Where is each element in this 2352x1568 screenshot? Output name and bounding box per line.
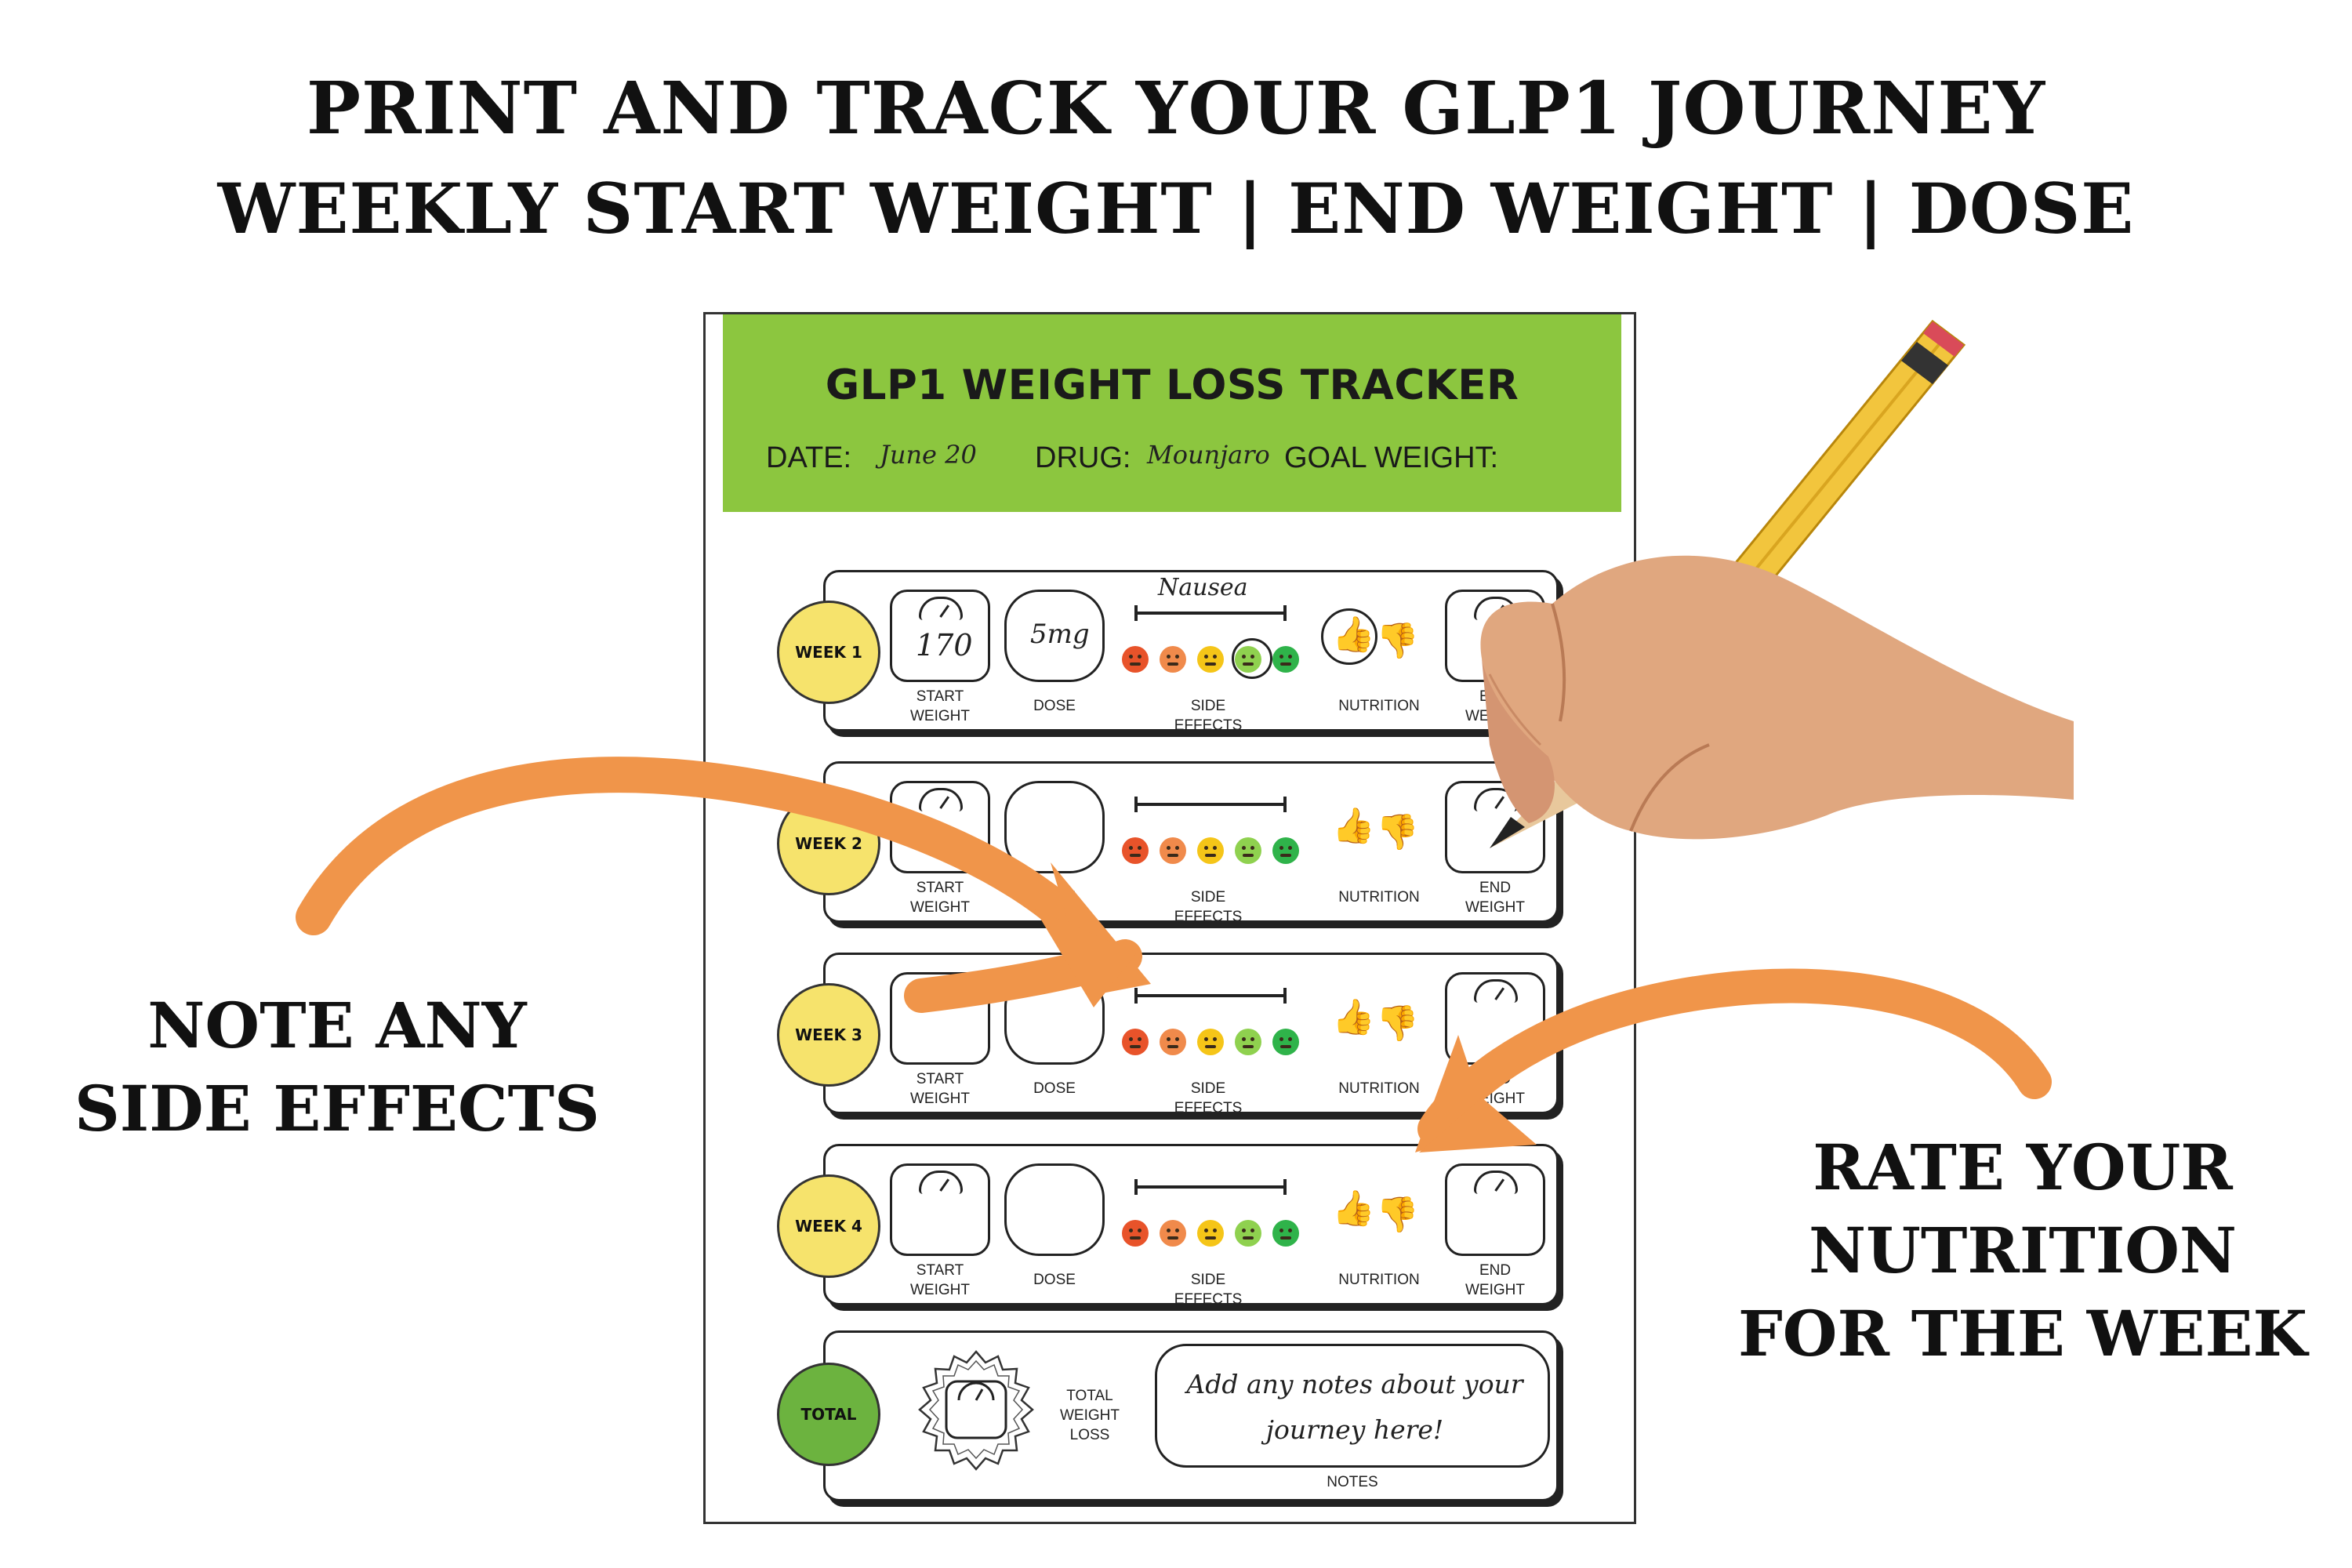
dose-value: 5mg xyxy=(1030,619,1090,650)
bar-cap-right xyxy=(1283,605,1287,621)
side-effect-face-1[interactable] xyxy=(1122,837,1149,864)
week-label: WEEK 2 xyxy=(795,834,862,853)
side-effects-label: SIDE EFFECTS xyxy=(1174,1272,1243,1308)
headline-line-1: PRINT AND TRACK YOUR GLP1 JOURNEY xyxy=(306,66,2046,151)
curved-arrow-icon xyxy=(296,757,1151,1013)
week-label: WEEK 3 xyxy=(795,1025,862,1044)
week-badge: WEEK 1 xyxy=(777,601,880,704)
week-row: WEEK 4 START WEIGHT DOSE SIDE EFFECTS 👍👎 NUTR… xyxy=(777,1144,1559,1308)
side-effects-bar xyxy=(1134,803,1287,806)
side-effect-face-5[interactable] xyxy=(1272,1029,1299,1055)
total-weight-loss-label: TOTAL WEIGHT LOSS xyxy=(1060,1388,1120,1443)
nutrition-label: NUTRITION xyxy=(1338,889,1420,906)
side-effects-bar xyxy=(1134,612,1287,615)
selected-face-ring xyxy=(1232,638,1272,679)
week-badge: WEEK 4 xyxy=(777,1174,880,1278)
dose-field[interactable]: 5mg xyxy=(1004,590,1105,682)
side-effect-face-1[interactable] xyxy=(1122,1220,1149,1247)
thumbs-down-icon[interactable]: 👎 xyxy=(1376,621,1419,661)
notes-text: Add any notes about your journey here! xyxy=(1186,1369,1523,1445)
side-effect-face-5[interactable] xyxy=(1272,1220,1299,1247)
scale-badge-icon xyxy=(918,1350,1034,1471)
start-weight-label: START WEIGHT xyxy=(910,1262,970,1298)
dose-label: DOSE xyxy=(1033,1272,1076,1288)
tracker-sheet: GLP1 WEIGHT LOSS TRACKER DATE: June 20 D… xyxy=(703,312,1636,1524)
thumbs-up-icon[interactable]: 👍 xyxy=(1332,997,1375,1037)
side-effect-face-4[interactable] xyxy=(1235,1029,1261,1055)
total-badge: TOTAL xyxy=(777,1363,880,1466)
side-effect-face-2[interactable] xyxy=(1160,1029,1186,1055)
side-effect-face-1[interactable] xyxy=(1122,646,1149,673)
headline-line-2: WEEKLY START WEIGHT | END WEIGHT | DOSE xyxy=(217,168,2135,249)
side-effects-bar xyxy=(1134,1185,1287,1189)
side-effect-face-4[interactable] xyxy=(1235,837,1261,864)
dose-label: DOSE xyxy=(1033,1080,1076,1097)
side-effect-face-3[interactable] xyxy=(1197,646,1224,673)
selected-thumb-ring xyxy=(1321,608,1377,665)
end-weight-label: END WEIGHT xyxy=(1465,1262,1525,1298)
hand-icon xyxy=(1480,555,2074,840)
start-weight-value: 170 xyxy=(916,628,973,662)
date-value: June 20 xyxy=(880,440,977,470)
side-effect-face-1[interactable] xyxy=(1122,1029,1149,1055)
drug-value: Mounjaro xyxy=(1147,440,1270,470)
callout-side-effects: NOTE ANY SIDE EFFECTS xyxy=(74,989,600,1145)
week-badge: WEEK 3 xyxy=(777,983,880,1087)
side-effect-face-5[interactable] xyxy=(1272,837,1299,864)
notes-field[interactable]: Add any notes about your journey here! xyxy=(1155,1344,1550,1468)
side-effect-face-5[interactable] xyxy=(1272,646,1299,673)
side-effect-face-2[interactable] xyxy=(1160,646,1186,673)
nutrition-label: NUTRITION xyxy=(1338,1272,1420,1288)
thumbs-up-icon[interactable]: 👍 xyxy=(1332,806,1375,846)
bar-cap-right xyxy=(1283,988,1287,1004)
side-effects-bar xyxy=(1134,994,1287,997)
date-label: DATE: xyxy=(766,441,852,474)
week-label: WEEK 1 xyxy=(795,643,862,662)
drug-label: DRUG: xyxy=(1035,441,1131,474)
bar-cap-right xyxy=(1283,797,1287,812)
side-effect-face-4[interactable] xyxy=(1235,1220,1261,1247)
start-weight-label: START WEIGHT xyxy=(910,1071,970,1107)
side-effect-face-3[interactable] xyxy=(1197,1029,1224,1055)
notes-label: NOTES xyxy=(1327,1474,1378,1490)
nutrition-label: NUTRITION xyxy=(1338,698,1420,714)
dose-field[interactable] xyxy=(1004,1163,1105,1256)
start-weight-field[interactable]: 170 xyxy=(890,590,990,682)
start-weight-label: START WEIGHT xyxy=(910,880,970,916)
side-effects-label: SIDE EFFECTS xyxy=(1174,1080,1243,1116)
thumbs-down-icon[interactable]: 👎 xyxy=(1376,1004,1419,1044)
side-effects-label: SIDE EFFECTS xyxy=(1174,889,1243,925)
nutrition-label: NUTRITION xyxy=(1338,1080,1420,1097)
curved-arrow-icon xyxy=(1415,968,2052,1152)
side-effect-note: Nausea xyxy=(1158,574,1248,601)
side-effects-label: SIDE EFFECTS xyxy=(1174,698,1243,734)
goal-weight-label: GOAL WEIGHT: xyxy=(1284,441,1499,474)
callout-nutrition: RATE YOUR NUTRITION FOR THE WEEK xyxy=(1737,1131,2308,1370)
end-weight-field[interactable] xyxy=(1445,1163,1545,1256)
thumbs-down-icon[interactable]: 👎 xyxy=(1376,812,1419,852)
tracker-header: GLP1 WEIGHT LOSS TRACKER DATE: June 20 D… xyxy=(723,314,1621,512)
side-effect-face-2[interactable] xyxy=(1160,1220,1186,1247)
thumbs-down-icon[interactable]: 👎 xyxy=(1376,1195,1419,1235)
start-weight-field[interactable] xyxy=(890,1163,990,1256)
dose-field[interactable] xyxy=(1004,781,1105,873)
side-effect-face-3[interactable] xyxy=(1197,1220,1224,1247)
total-row: TOTAL TOTAL WEIGHT LOSS Add any notes ab… xyxy=(777,1330,1559,1501)
bar-cap-right xyxy=(1283,1179,1287,1195)
start-weight-label: START WEIGHT xyxy=(910,688,970,724)
dose-label: DOSE xyxy=(1033,698,1076,714)
tracker-title: GLP1 WEIGHT LOSS TRACKER xyxy=(825,361,1519,409)
side-effect-face-3[interactable] xyxy=(1197,837,1224,864)
total-label: TOTAL xyxy=(800,1405,857,1424)
thumbs-up-icon[interactable]: 👍 xyxy=(1332,1189,1375,1229)
side-effect-face-2[interactable] xyxy=(1160,837,1186,864)
week-label: WEEK 4 xyxy=(795,1217,862,1236)
end-weight-label: END WEIGHT xyxy=(1465,880,1525,916)
